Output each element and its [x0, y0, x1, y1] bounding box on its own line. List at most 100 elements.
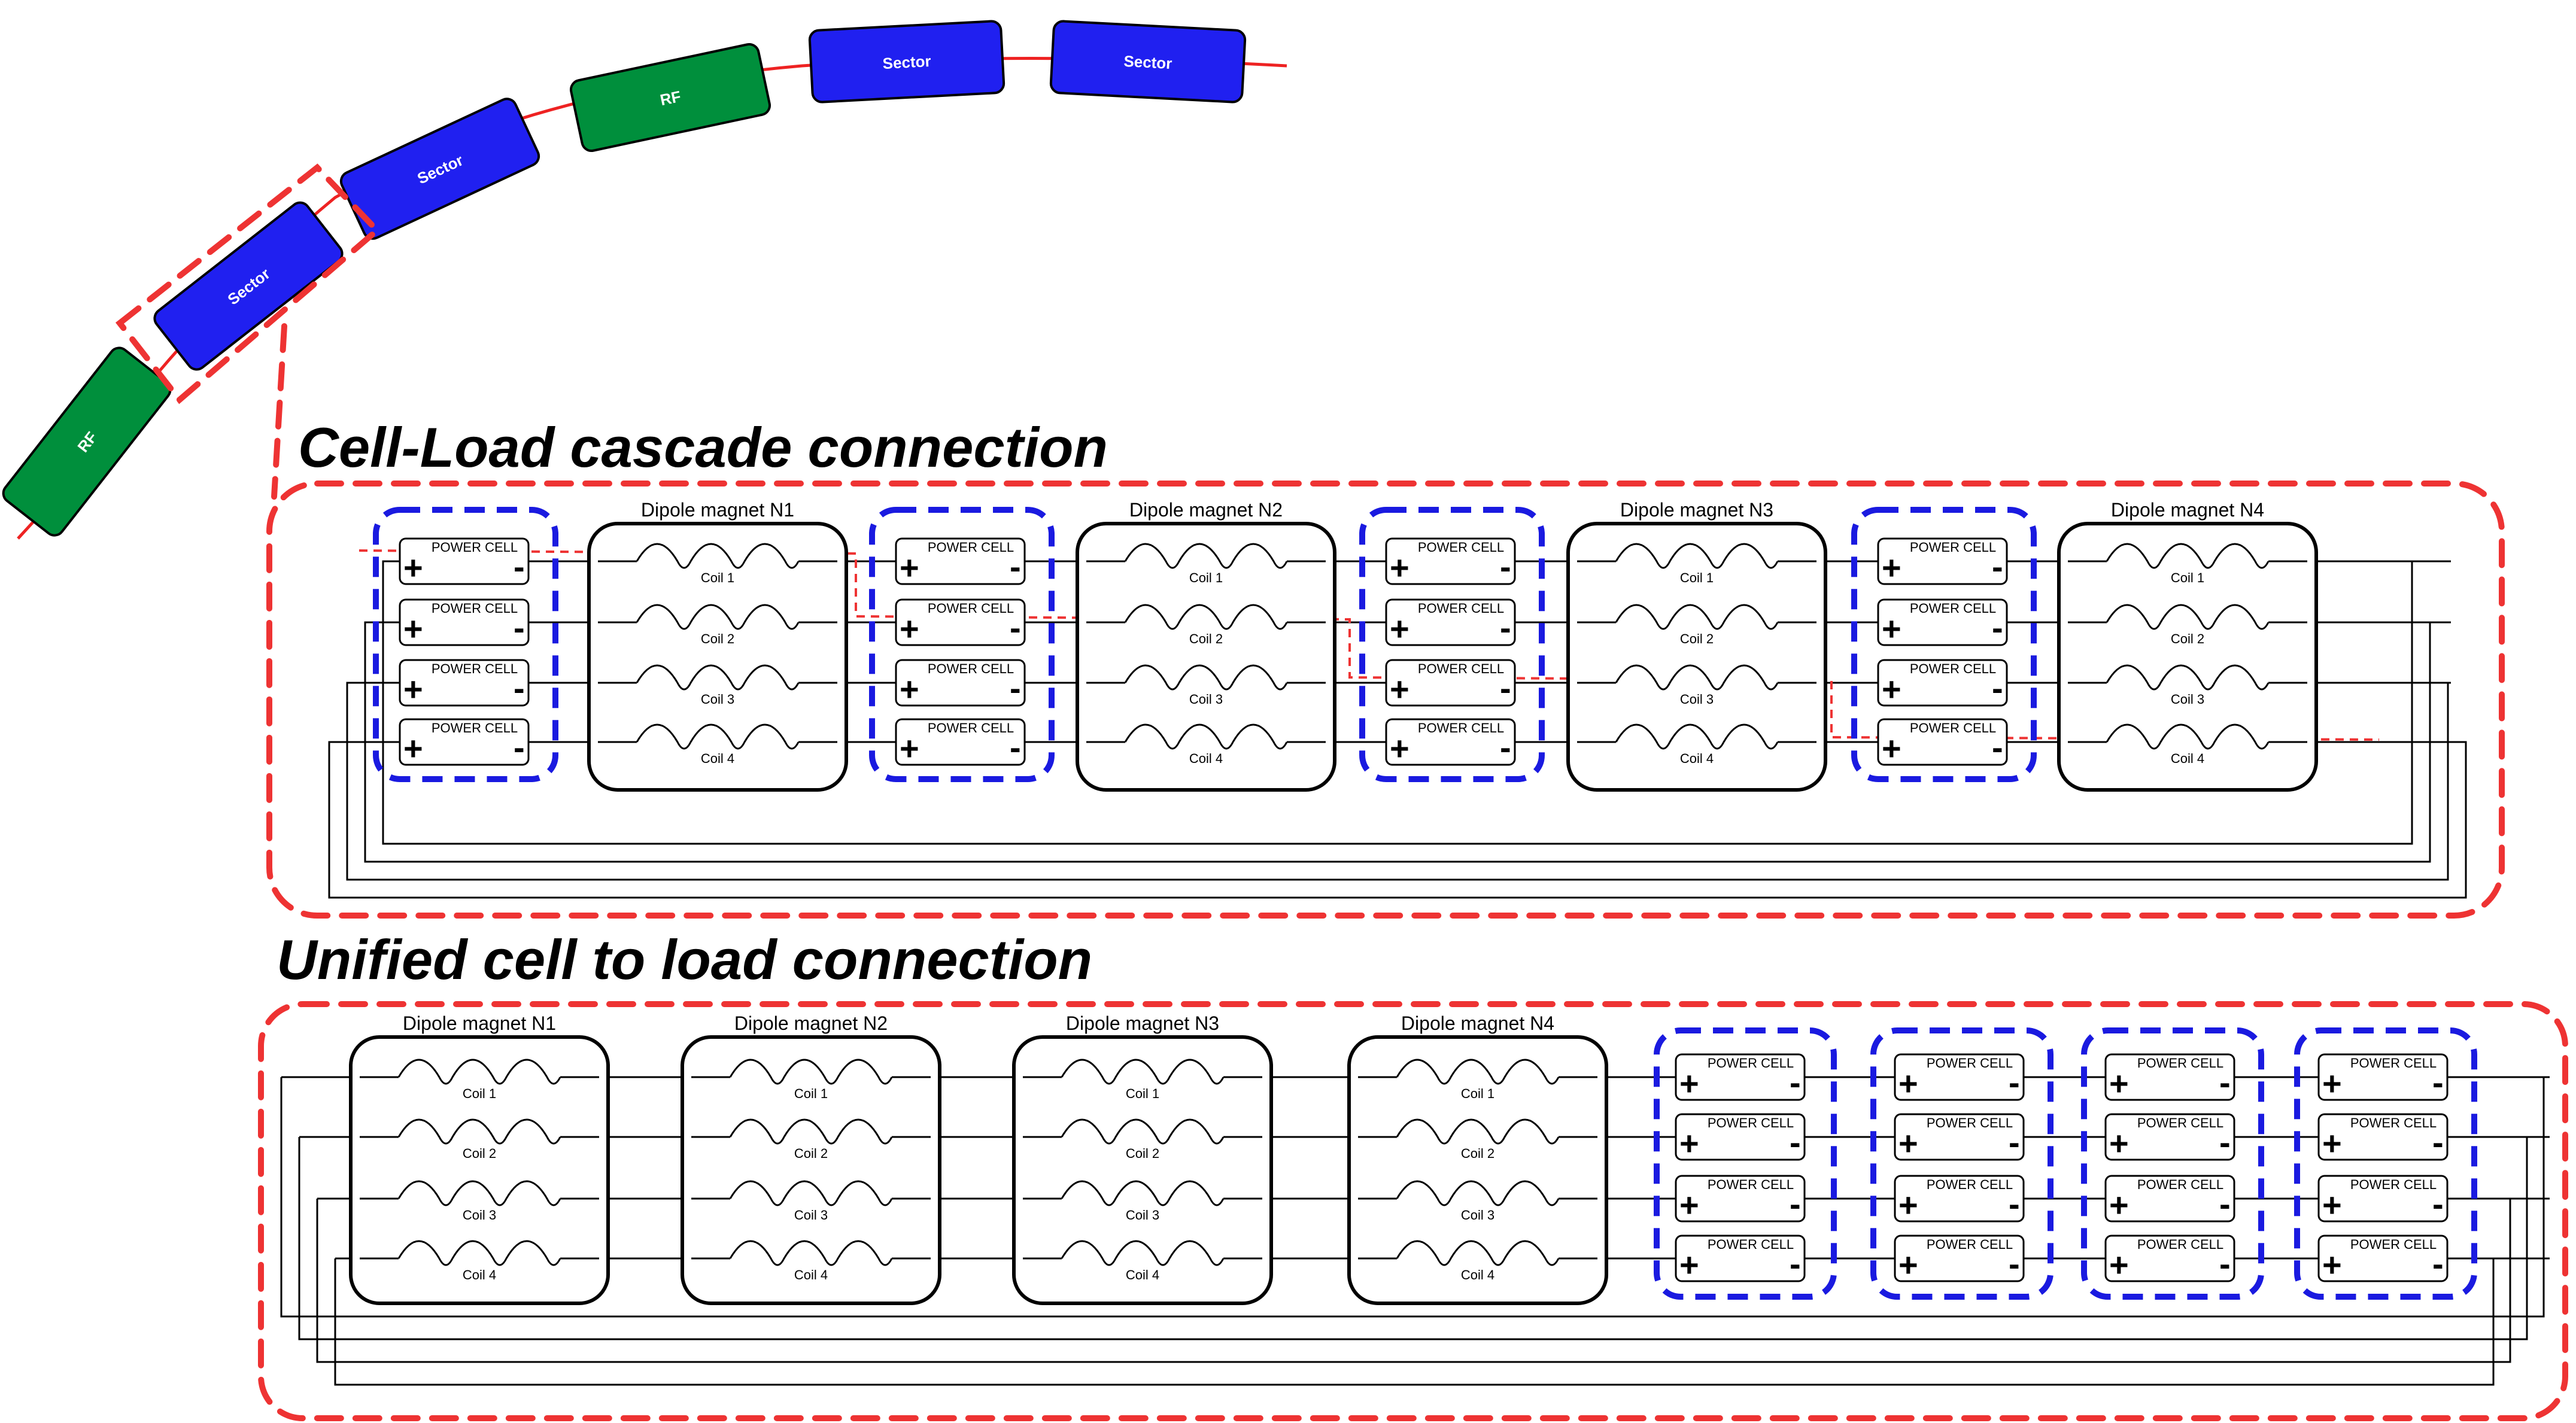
power-cell-box — [2104, 1175, 2235, 1223]
power-cell: POWER CELL+- — [2104, 1053, 2235, 1102]
coil-label: Coil 3 — [2171, 692, 2204, 707]
return-wire — [382, 560, 2413, 845]
minus-terminal: - — [514, 669, 525, 707]
coil-label: Coil 2 — [701, 631, 734, 646]
power-cell: POWER CELL+- — [2317, 1235, 2449, 1284]
coil: Coil 1 — [1086, 543, 1326, 585]
ring-segment-rf: RF — [569, 43, 771, 152]
rf-block — [2, 346, 172, 537]
coil-label: Coil 1 — [701, 570, 734, 585]
power-cell-box — [1675, 1053, 1806, 1101]
plus-terminal: + — [2109, 1124, 2129, 1162]
coil-winding — [1396, 1059, 1560, 1085]
power-cell-label: POWER CELL — [2350, 1237, 2437, 1252]
coil-label: Coil 1 — [794, 1086, 828, 1101]
magnet-label: Dipole magnet N4 — [1401, 1012, 1554, 1034]
power-cell: POWER CELL+- — [1877, 537, 2008, 586]
coil: Coil 1 — [691, 1059, 931, 1101]
plus-terminal: + — [403, 549, 423, 586]
plus-terminal: + — [1390, 670, 1409, 708]
coil: Coil 2 — [1023, 1118, 1262, 1161]
minus-terminal: - — [2009, 1123, 2020, 1161]
coil: Coil 4 — [1086, 723, 1326, 766]
minus-terminal: - — [1010, 609, 1021, 646]
power-cell-group — [2081, 1027, 2264, 1300]
minus-terminal: - — [1790, 1123, 1801, 1161]
coil-winding — [1061, 1240, 1225, 1266]
magnet-label: Dipole magnet N2 — [1129, 499, 1283, 521]
coil-winding — [397, 1180, 561, 1206]
power-cell-box — [1894, 1235, 2025, 1282]
plus-terminal: + — [1679, 1124, 1699, 1162]
power-cell: POWER CELL+- — [895, 718, 1026, 767]
power-cell-box — [399, 537, 530, 585]
plus-terminal: + — [403, 610, 423, 647]
return-wire — [316, 1199, 2511, 1363]
coil: Coil 3 — [2068, 664, 2307, 707]
coil: Coil 1 — [1358, 1059, 1597, 1101]
coil-label: Coil 4 — [2171, 751, 2204, 766]
minus-terminal: - — [1010, 548, 1021, 585]
power-cell-box — [1894, 1053, 2025, 1101]
coil: Coil 2 — [1086, 604, 1326, 646]
plus-terminal: + — [2322, 1246, 2342, 1284]
coil-winding — [397, 1059, 561, 1085]
power-cell-box — [2104, 1113, 2235, 1161]
coil-label: Coil 3 — [794, 1208, 828, 1223]
power-cell-box — [1877, 598, 2008, 646]
segment-label: RF — [658, 87, 682, 110]
coil: Coil 2 — [1358, 1118, 1597, 1161]
power-cell-label: POWER CELL — [1910, 720, 1996, 735]
coil: Coil 3 — [360, 1180, 599, 1223]
coil: Coil 1 — [1577, 543, 1816, 585]
coil-winding — [636, 543, 800, 569]
power-cell-group — [1359, 507, 1545, 782]
coil-label: Coil 4 — [1461, 1267, 1494, 1282]
power-cell-label: POWER CELL — [2137, 1115, 2223, 1130]
coil-label: Coil 1 — [1680, 570, 1714, 585]
coil-winding — [397, 1118, 561, 1145]
minus-terminal: - — [1790, 1063, 1801, 1101]
coil-winding — [1124, 664, 1288, 691]
coil-winding — [1615, 723, 1779, 750]
minus-terminal: - — [1500, 728, 1511, 766]
sector-block — [1049, 20, 1247, 104]
magnet-body — [349, 1035, 610, 1305]
ring-segment-sector: Sector — [808, 20, 1006, 104]
power-cell-label: POWER CELL — [1910, 661, 1996, 676]
power-cell: POWER CELL+- — [1385, 537, 1516, 586]
power-cell-box — [1385, 659, 1516, 707]
power-cell-label: POWER CELL — [1418, 661, 1504, 676]
coil-label: Coil 2 — [1680, 631, 1714, 646]
power-cell-box — [2317, 1175, 2449, 1223]
coil: Coil 3 — [691, 1180, 931, 1223]
magnet-label: Dipole magnet N3 — [1620, 499, 1773, 521]
coil: Coil 4 — [598, 723, 837, 766]
power-cell-label: POWER CELL — [1708, 1177, 1794, 1192]
minus-terminal: - — [1992, 669, 2003, 707]
coil-label: Coil 2 — [463, 1146, 496, 1161]
plus-terminal: + — [1882, 549, 1901, 586]
sector-block — [153, 201, 344, 371]
power-cell-box — [399, 659, 530, 707]
coil-label: Coil 2 — [1189, 631, 1223, 646]
coil-winding — [1061, 1180, 1225, 1206]
power-cell: POWER CELL+- — [399, 659, 530, 708]
power-cell: POWER CELL+- — [399, 598, 530, 647]
power-cell-group — [373, 507, 558, 782]
plus-terminal: + — [403, 729, 423, 767]
plus-terminal: + — [900, 729, 919, 767]
power-cell-box — [399, 598, 530, 646]
coil-label: Coil 3 — [463, 1208, 496, 1223]
power-cell: POWER CELL+- — [2317, 1053, 2449, 1102]
power-cell: POWER CELL+- — [399, 537, 530, 586]
coil: Coil 2 — [691, 1118, 931, 1161]
coil-label: Coil 4 — [1126, 1267, 1159, 1282]
magnet-label: Dipole magnet N1 — [403, 1012, 556, 1034]
return-wire — [346, 682, 2449, 881]
coil-winding — [1615, 664, 1779, 691]
